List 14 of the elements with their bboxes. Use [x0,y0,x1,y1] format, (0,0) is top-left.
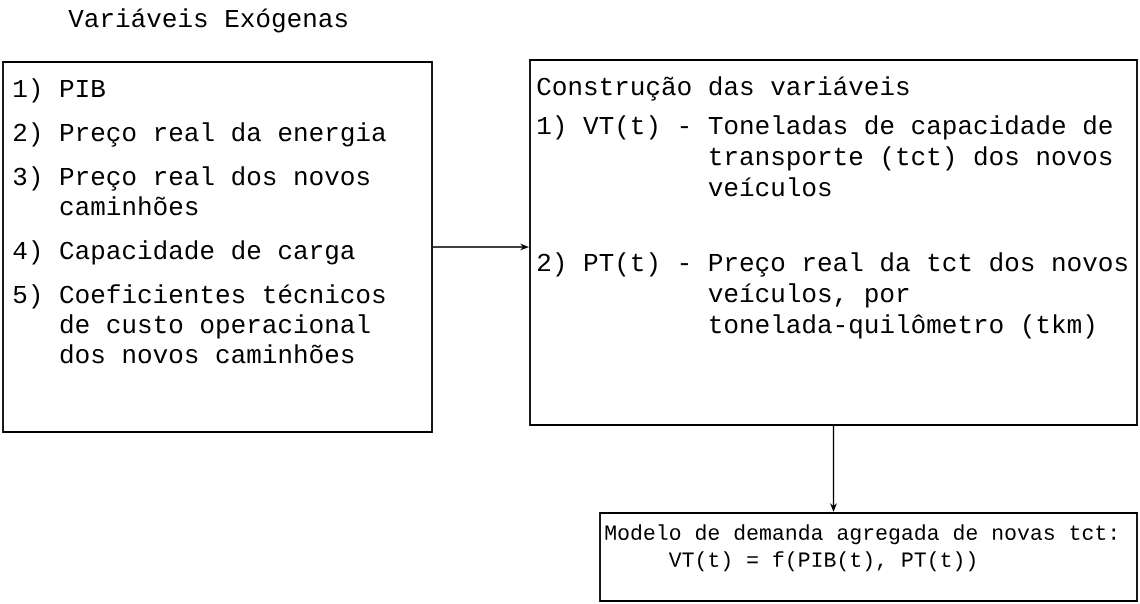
item-text: 2) PT(t) - Preço real da tct dos novos veículos, por tonelada-quilômetro (tkm) [538,252,1127,339]
item-text: 2) Preço real da energia [14,122,386,147]
item-text: Construção das variáveis [537,76,909,101]
item-text: 1) PIB [14,78,105,103]
item-text: 1) VT(t) - Toneladas de capacidade de transporte (tct) dos novos veículos [538,115,1112,197]
heading: Variáveis Exógenas [68,8,347,33]
item-text: 3) Preço real dos novos caminhões [13,166,369,216]
item-text: Modelo de demanda agregada de novas tct: [605,524,1115,545]
model-box [599,512,1138,602]
item-text: 5) Coeficientes técnicos de custo operacional dos novos caminhões [13,284,385,364]
variable-list-box [2,8,433,433]
construction-box [529,59,1138,426]
item-text: 4) Capacidade de carga [13,240,355,265]
item-text: VT(t) = f(PIB(t), PT(t)) [668,551,975,572]
